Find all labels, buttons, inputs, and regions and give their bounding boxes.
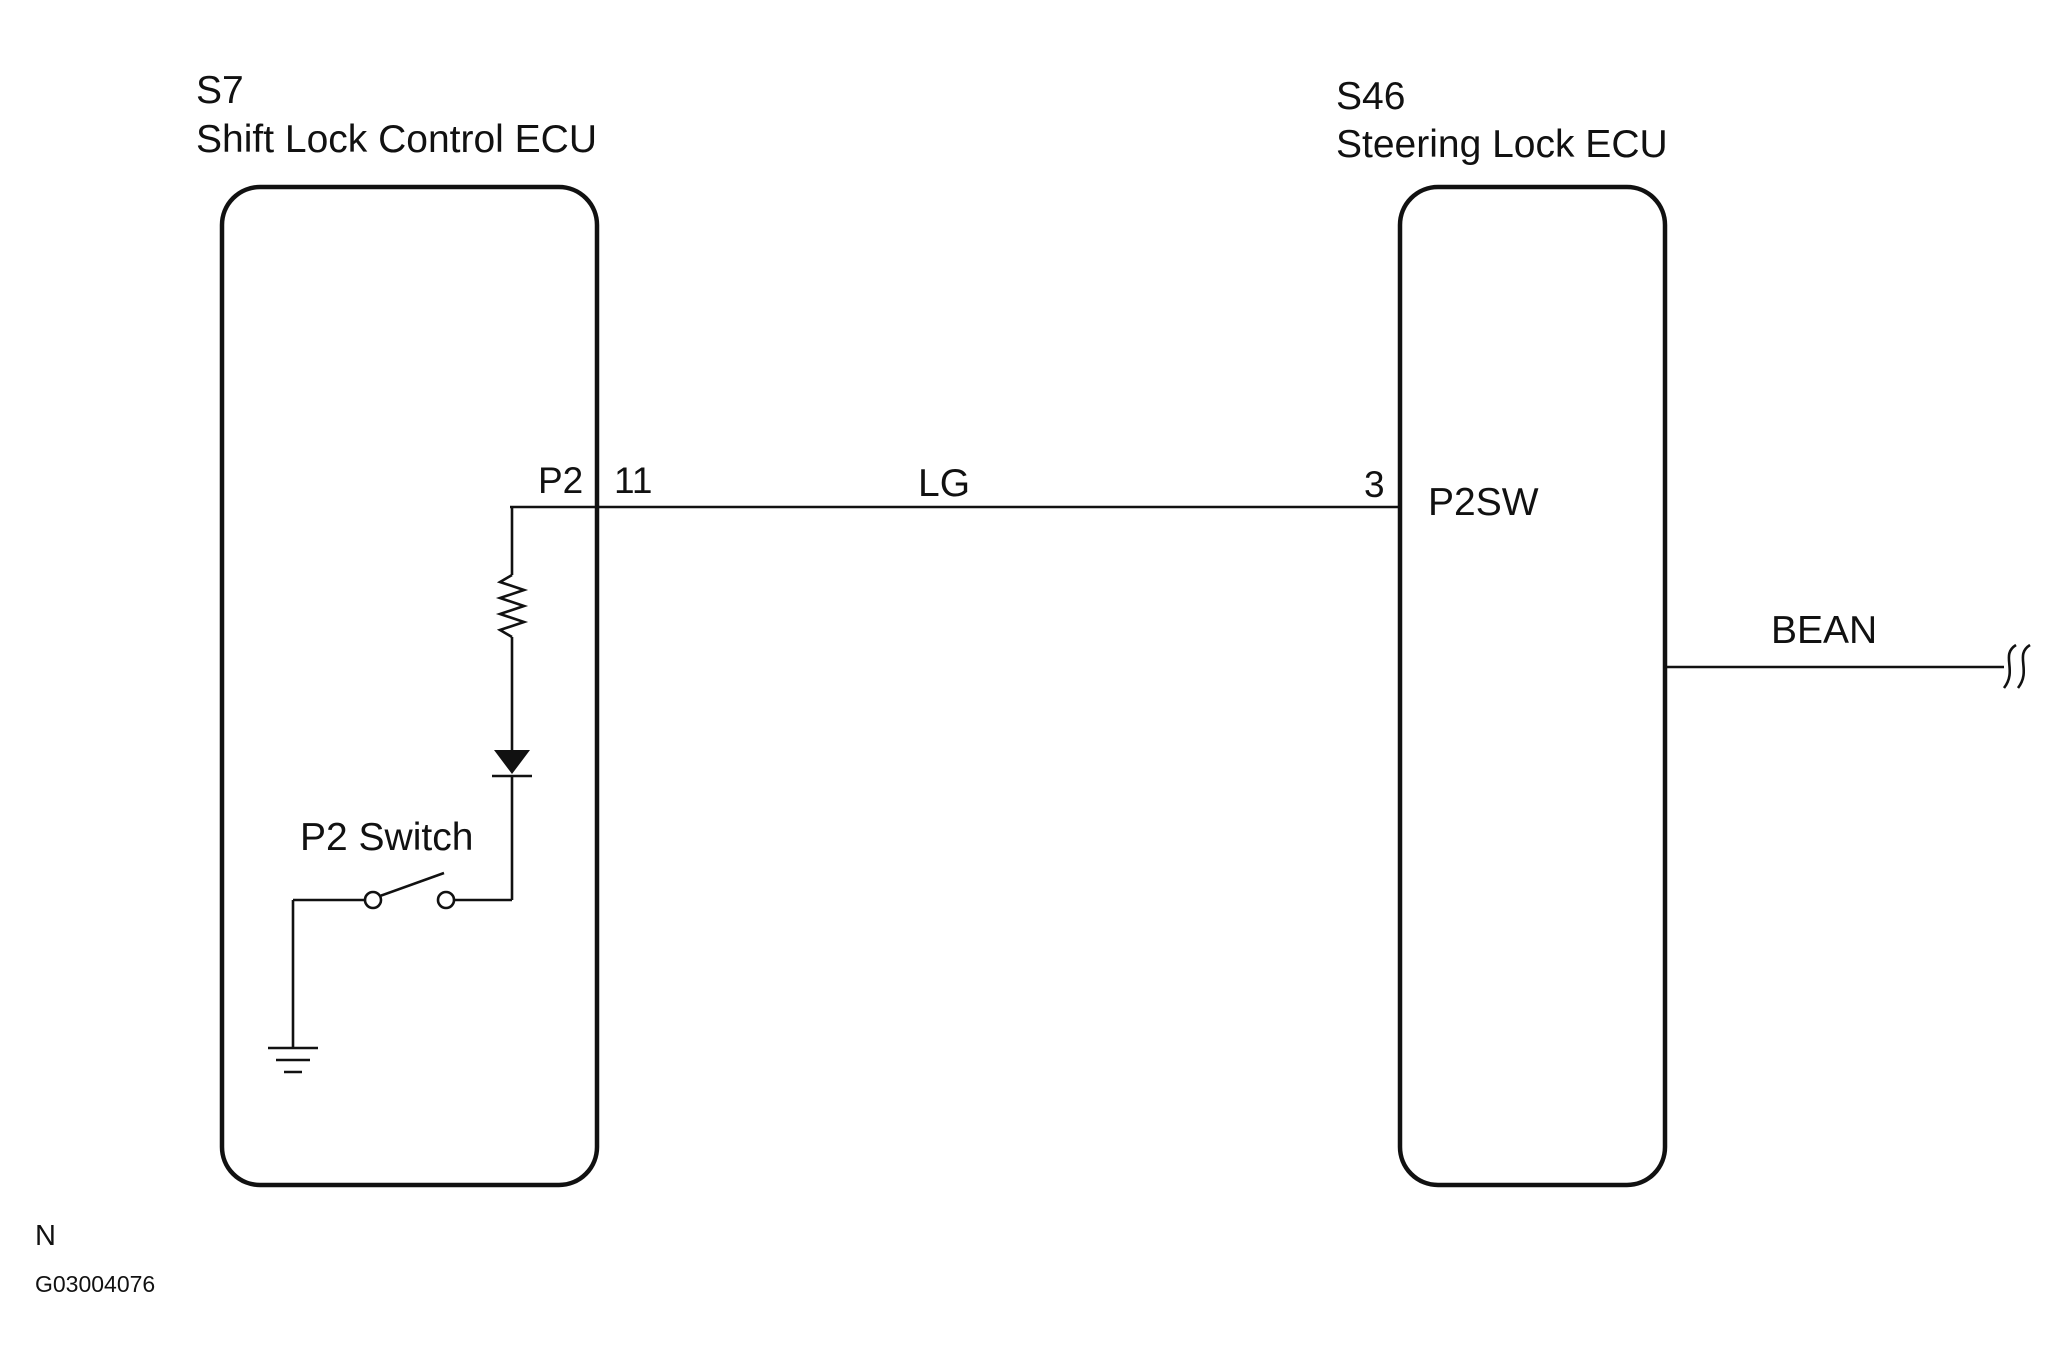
wire-break-icon xyxy=(2002,643,2031,689)
steering-lock-ecu-id: S46 xyxy=(1336,75,1405,118)
bean-label: BEAN xyxy=(1771,609,1877,652)
resistor-icon xyxy=(495,573,529,639)
shift-lock-ecu-box xyxy=(219,184,600,1188)
shift-lock-ecu-id: S7 xyxy=(196,69,244,112)
p2-switch-label: P2 Switch xyxy=(300,816,473,859)
figure-id: G03004076 xyxy=(35,1271,155,1297)
shift-lock-ecu-name: Shift Lock Control ECU xyxy=(196,118,597,161)
pin-11-label: 11 xyxy=(614,460,652,501)
steering-lock-ecu-name: Steering Lock ECU xyxy=(1336,123,1668,166)
diode-icon xyxy=(492,750,532,778)
p2-signal-label: P2 xyxy=(538,460,583,501)
footer-code: N xyxy=(35,1220,56,1252)
p2sw-signal-label: P2SW xyxy=(1428,481,1539,524)
switch-icon xyxy=(363,871,456,910)
wire-color-label: LG xyxy=(918,462,970,505)
steering-lock-ecu-box xyxy=(1397,184,1668,1188)
ground-icon xyxy=(268,1046,318,1074)
pin-3-label: 3 xyxy=(1364,464,1385,505)
